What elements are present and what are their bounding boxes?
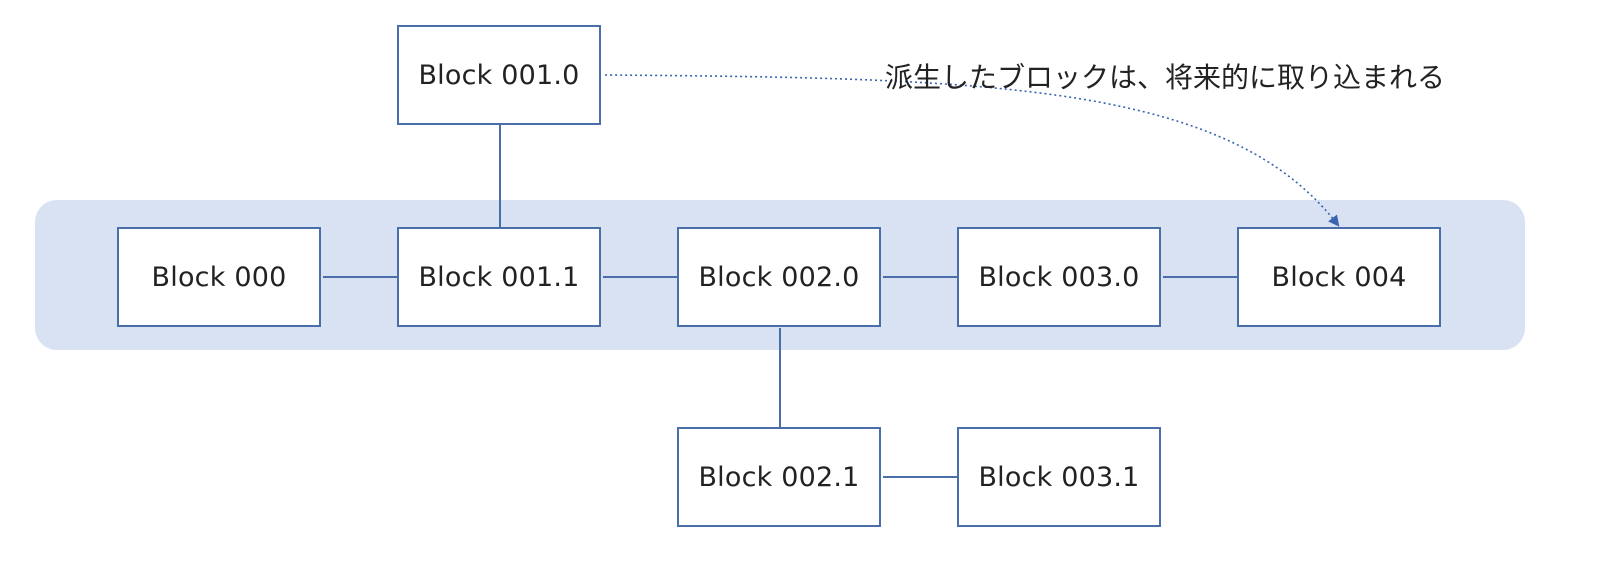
block-002-1: Block 002.1 <box>677 427 881 527</box>
block-003-1: Block 003.1 <box>957 427 1161 527</box>
block-003-0: Block 003.0 <box>957 227 1161 327</box>
block-000: Block 000 <box>117 227 321 327</box>
block-001-1: Block 001.1 <box>397 227 601 327</box>
block-001-0: Block 001.0 <box>397 25 601 125</box>
block-002-0: Block 002.0 <box>677 227 881 327</box>
merge-annotation: 派生したブロックは、将来的に取り込まれる <box>885 61 1446 94</box>
block-004: Block 004 <box>1237 227 1441 327</box>
